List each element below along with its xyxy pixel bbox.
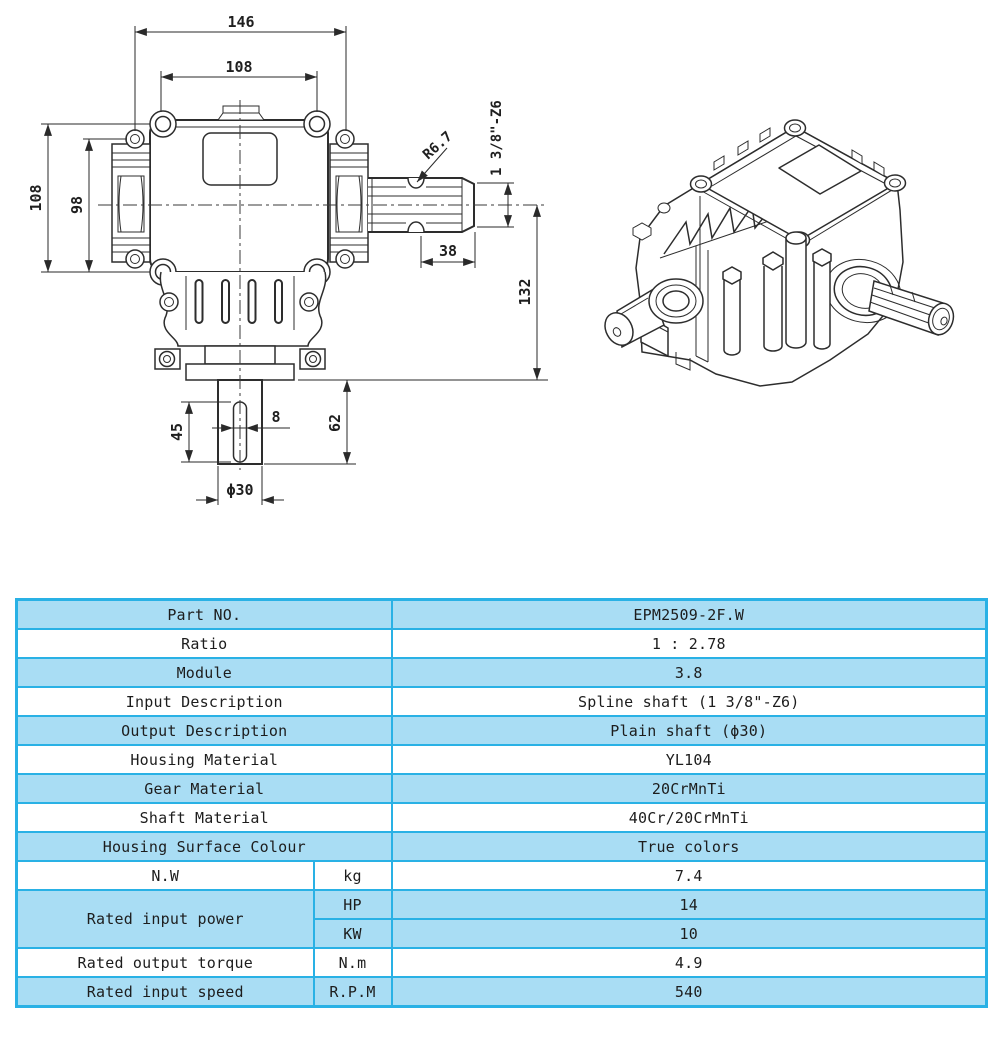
iso-studs (722, 231, 832, 356)
row-unit: R.P.M (312, 976, 393, 1008)
row-label: Input Description (15, 686, 393, 717)
left-flange (111, 143, 151, 263)
dim-keyway-width: 8 (271, 408, 280, 426)
row-value: 14 (390, 889, 988, 920)
row-value: Plain shaft (ϕ30) (390, 715, 988, 746)
row-value: 10 (390, 918, 988, 949)
front-view: 146 108 108 98 R6.7 1 3/8"-Z6 38 (27, 13, 548, 505)
dim-spline-length: 38 (439, 242, 457, 260)
lower-housing (154, 271, 327, 381)
dim-hole-spacing-width: 108 (225, 58, 252, 76)
dim-center-to-flange: 132 (516, 278, 534, 305)
dimensions: 146 108 108 98 R6.7 1 3/8"-Z6 38 (27, 13, 548, 505)
dim-keyway-length: 45 (168, 423, 186, 441)
table-row: Part NO.EPM2509-2F.W (15, 598, 988, 630)
dim-overall-height: 108 (27, 184, 45, 211)
row-unit: KW (312, 918, 393, 949)
dim-hole-spacing-height: 98 (68, 196, 86, 214)
row-label: Module (15, 657, 393, 688)
row-value: 7.4 (390, 860, 988, 891)
row-label: Rated output torque (15, 947, 315, 978)
row-label: Shaft Material (15, 802, 393, 833)
row-value: 20CrMnTi (390, 773, 988, 804)
row-label: N.W (15, 860, 315, 891)
row-label: Ratio (15, 628, 393, 659)
dim-shaft-diameter: ϕ30 (226, 481, 253, 499)
row-unit: HP (312, 889, 393, 920)
row-value: 4.9 (390, 947, 988, 978)
row-unit: kg (312, 860, 393, 891)
dim-shaft-protrusion: 62 (326, 414, 344, 432)
row-label: Output Description (15, 715, 393, 746)
iso-view (604, 119, 955, 387)
technical-drawing: 146 108 108 98 R6.7 1 3/8"-Z6 38 (27, 13, 955, 505)
row-label: Housing Material (15, 744, 393, 775)
dim-spline-spec: 1 3/8"-Z6 (489, 100, 505, 176)
row-label: Housing Surface Colour (15, 831, 393, 862)
row-value: 1 : 2.78 (390, 628, 988, 659)
right-flange (329, 143, 369, 263)
row-value: True colors (390, 831, 988, 862)
row-label: Part NO. (15, 598, 393, 630)
row-value: Spline shaft (1 3/8"-Z6) (390, 686, 988, 717)
row-label: Gear Material (15, 773, 393, 804)
iso-input-shaft (824, 258, 955, 337)
row-value: 40Cr/20CrMnTi (390, 802, 988, 833)
row-label: Rated input power (15, 889, 315, 949)
dim-overall-width: 146 (227, 13, 254, 31)
input-spline-shaft (368, 177, 475, 233)
row-unit: N.m (312, 947, 393, 978)
iso-output-shaft (604, 278, 704, 349)
row-value: 540 (390, 976, 988, 1008)
row-value: EPM2509-2F.W (390, 598, 988, 630)
row-label: Rated input speed (15, 976, 315, 1008)
row-value: YL104 (390, 744, 988, 775)
row-value: 3.8 (390, 657, 988, 688)
